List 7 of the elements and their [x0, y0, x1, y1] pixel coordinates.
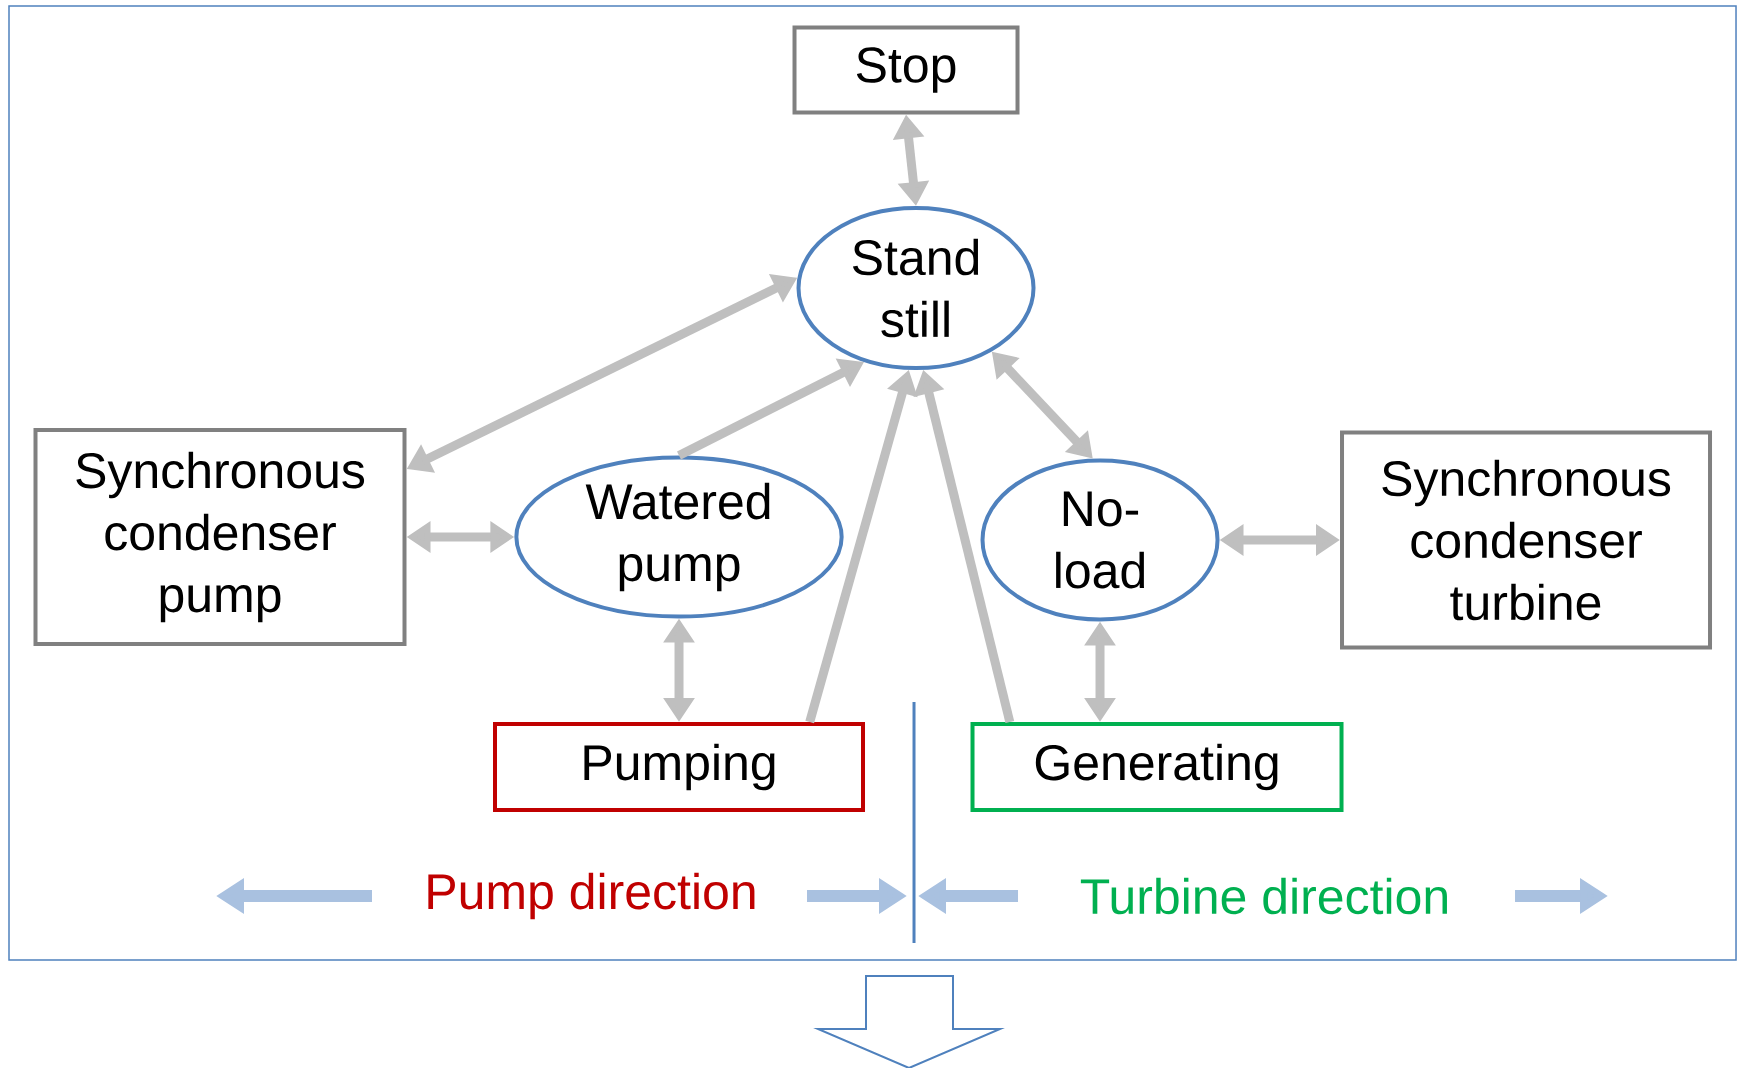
- state-box: Synchronous condenser pump: [33, 428, 407, 646]
- direction-label: Turbine direction: [1080, 877, 1447, 915]
- direction-label: Pump direction: [428, 872, 755, 920]
- state-box: Pumping: [493, 722, 865, 812]
- state-box: Generating: [970, 722, 1344, 812]
- state-box: Synchronous condenser turbine: [1340, 430, 1712, 650]
- state-box: Stop: [792, 25, 1020, 115]
